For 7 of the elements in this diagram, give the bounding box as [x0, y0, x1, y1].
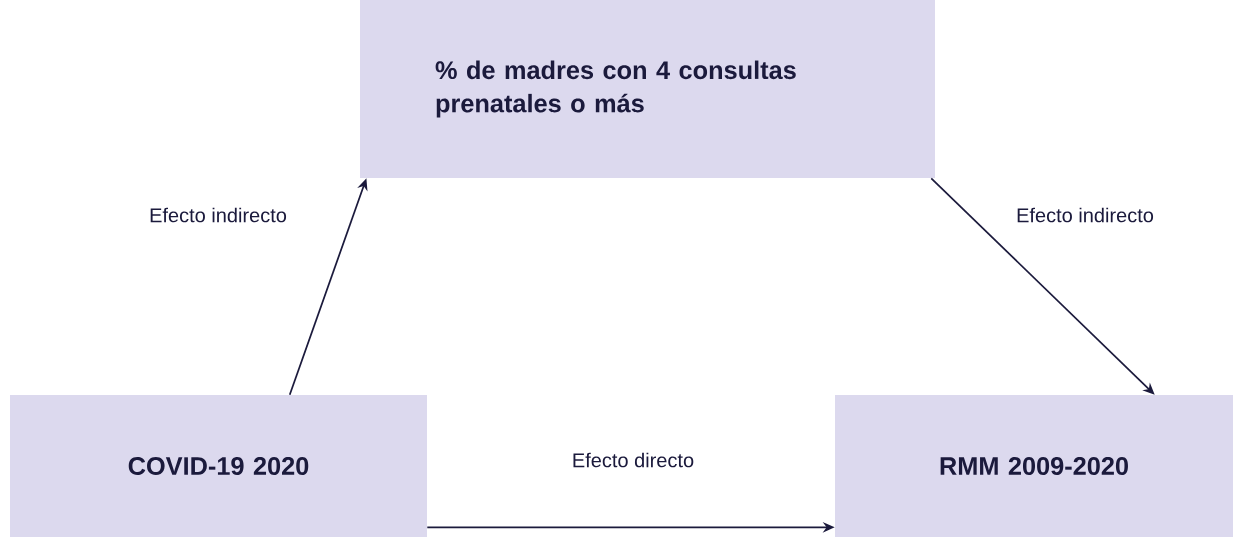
concept-box: % de madres con 4 consultas prenatales o más — [360, 0, 935, 178]
edge-label: Efecto indirecto — [1013, 205, 1157, 225]
concept-box: RMM 2009-2020 — [835, 395, 1233, 537]
arrow — [930, 177, 1155, 395]
edge-label: Efecto indirecto — [146, 205, 290, 225]
edge-label: Efecto directo — [569, 450, 697, 470]
concept-box: COVID-19 2020 — [10, 395, 427, 537]
